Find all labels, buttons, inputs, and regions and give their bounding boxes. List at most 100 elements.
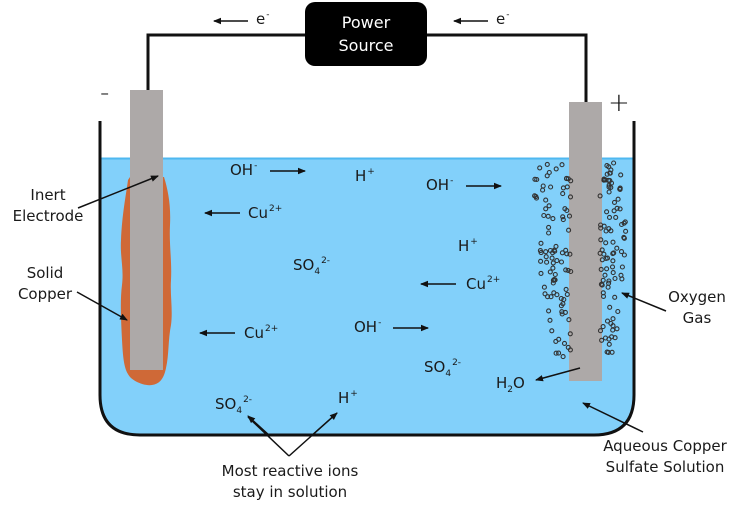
oxygen-bubble (537, 248, 543, 254)
label-line: Sulfate Solution (605, 458, 725, 476)
oxygen-bubble (564, 184, 570, 190)
oxygen-bubble (544, 161, 550, 167)
oxygen-bubble (600, 324, 606, 330)
oxygen-bubble (610, 316, 616, 322)
pointer-inert-electrode (77, 175, 159, 209)
electron-label-left: e- (256, 11, 269, 27)
oxygen-bubble (621, 234, 627, 240)
oxygen-bubble (558, 295, 564, 302)
ion-subscript: 4 (314, 267, 321, 277)
oxygen-bubble (610, 251, 616, 257)
ion-charge: 2- (243, 395, 253, 405)
pointer-reactive-so4 (247, 415, 271, 437)
oxygen-bubble (610, 327, 616, 333)
oxygen-bubble (546, 230, 552, 236)
oxygen-bubble (549, 328, 555, 334)
ion-base: OH (354, 318, 378, 336)
ion-h: H+ (338, 389, 358, 406)
ion-cu: Cu2+ (244, 324, 279, 341)
oxygen-bubble (623, 228, 629, 234)
ion-charge: + (470, 237, 478, 247)
ion-charge: - (450, 176, 454, 186)
oxygen-bubble (544, 259, 550, 265)
oxygen-bubble (601, 176, 607, 182)
oxygen-bubble (553, 166, 559, 172)
oxygen-bubble (600, 277, 606, 283)
ion-charge: 2+ (264, 324, 279, 334)
oxygen-bubble (566, 227, 572, 233)
oxygen-bubble (604, 255, 611, 261)
ion-base: H (496, 374, 508, 392)
oxygen-bubble (567, 251, 573, 257)
oxygen-bubble (614, 245, 620, 251)
ion-charge: + (367, 167, 375, 177)
electron-charge: - (506, 10, 510, 20)
oxygen-bubble (621, 252, 627, 258)
electron-label-right: e- (496, 10, 510, 27)
oxygen-bubble (548, 184, 554, 190)
oxygen-bubble (611, 208, 617, 214)
oxygen-bubble (604, 209, 610, 215)
oxygen-bubble (619, 264, 625, 270)
ion-base: Cu (466, 275, 486, 293)
ion-cu: Cu2+ (248, 204, 282, 222)
ion-base: H (458, 237, 470, 255)
label-solid-copper: Solid Copper (10, 263, 80, 305)
pointer-reactive-h (309, 412, 338, 438)
oxygen-bubble (618, 249, 625, 255)
ion-so4: SO42- (424, 359, 461, 379)
oxygen-bubble (560, 354, 566, 360)
oxygen-bubble (607, 170, 613, 176)
positive-terminal-sign: + (608, 88, 630, 118)
ion-subscript: 4 (236, 406, 243, 416)
oxygen-bubble (560, 191, 566, 197)
oxygen-bubble (556, 350, 562, 356)
pointer-aqueous-solution (582, 402, 644, 433)
oxygen-bubble (619, 221, 625, 228)
oxygen-bubble (609, 264, 616, 270)
oxygen-bubble (613, 214, 619, 220)
oxygen-bubble (550, 260, 556, 266)
ion-charge: - (254, 161, 258, 171)
oxygen-bubble (608, 320, 614, 327)
oxygen-bubble (552, 277, 558, 283)
oxygen-bubble (608, 180, 615, 186)
oxygen-bubble (538, 270, 544, 276)
ion-h: H+ (355, 167, 375, 184)
oxygen-bubble (532, 193, 538, 199)
oxygen-bubble (611, 199, 618, 205)
oxygen-bubble (601, 223, 607, 229)
oxygen-bubble (599, 337, 605, 343)
oxygen-bubble (597, 328, 604, 334)
oxygen-bubble (541, 284, 547, 290)
oxygen-bubble (599, 282, 605, 288)
oxygen-bubble (606, 278, 612, 284)
ion-base: Cu (248, 204, 268, 222)
label-oxygen-gas: Oxygen Gas (660, 287, 734, 329)
pointer-oxygen-gas (621, 292, 667, 312)
wire-left (146, 33, 306, 91)
oxygen-bubble (610, 270, 616, 276)
oxygen-bubble (548, 294, 554, 300)
ion-oh: OH- (426, 176, 454, 193)
oxygen-bubble (606, 184, 612, 190)
oxygen-bubble (543, 254, 549, 260)
oxygen-bubble (562, 309, 568, 315)
oxygen-bubble (544, 173, 550, 179)
ion-tail: O (513, 374, 525, 392)
ion-charge: + (350, 389, 358, 399)
oxygen-bubble (615, 308, 621, 315)
ion-cu: Cu2+ (466, 275, 500, 293)
oxygen-bubble (607, 304, 613, 310)
oxygen-bubble (615, 196, 621, 202)
oxygen-bubble (612, 335, 618, 341)
oxygen-bubble (558, 259, 565, 265)
power-source: Power Source (305, 2, 427, 66)
oxygen-bubble (568, 268, 574, 275)
pointer-h2o (535, 367, 581, 382)
oxygen-bubble (606, 226, 612, 232)
oxygen-bubble (556, 336, 562, 342)
oxygen-bubble (603, 240, 609, 246)
ion-base: SO (293, 256, 315, 274)
